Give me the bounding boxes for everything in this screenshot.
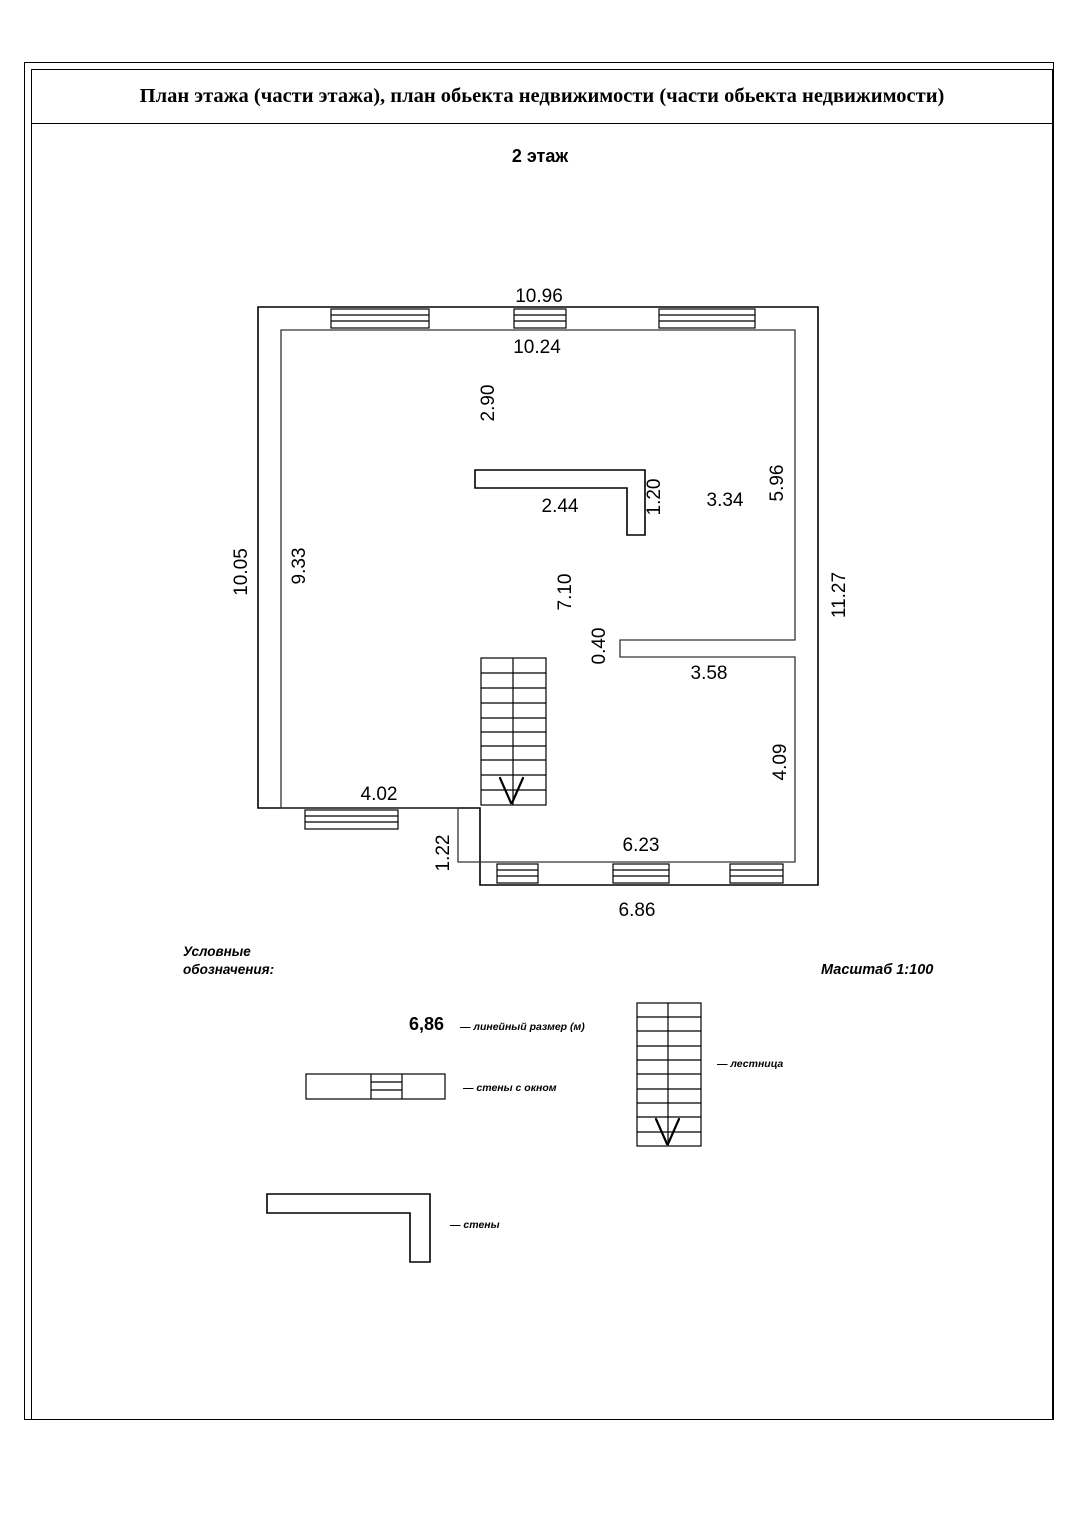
dim-partition-358: 3.58 bbox=[691, 663, 728, 684]
legend-heading-line1: Условные bbox=[183, 944, 251, 959]
window-bottom-3 bbox=[729, 863, 784, 884]
dim-mid-710: 7.10 bbox=[555, 574, 576, 611]
legend-label-dimension: — линейный размер (м) bbox=[459, 1021, 585, 1033]
page-title: План этажа (части этажа), план обьекта н… bbox=[139, 85, 945, 107]
window-left-bottom bbox=[304, 809, 399, 830]
dim-top-outer: 10.96 bbox=[515, 286, 563, 307]
dim-wall-244: 2.44 bbox=[542, 496, 579, 517]
staircase bbox=[480, 657, 547, 806]
legend-symbol-window-wall bbox=[305, 1073, 446, 1100]
dim-right-outer: 11.27 bbox=[829, 572, 850, 618]
dim-bottom-inner: 6.23 bbox=[623, 835, 660, 856]
dim-lower-left-402: 4.02 bbox=[361, 784, 398, 805]
scale-label: Масштаб 1:100 bbox=[821, 962, 933, 978]
dim-left-inner: 9.33 bbox=[289, 548, 310, 585]
inner-wall-outline bbox=[280, 329, 796, 863]
legend-heading-line2: обозначения: bbox=[183, 962, 274, 977]
legend-label-stair: — лестница bbox=[716, 1058, 783, 1070]
title-band: План этажа (части этажа), план обьекта н… bbox=[32, 70, 1052, 124]
legend-symbol-wall bbox=[266, 1193, 431, 1263]
legend-symbol-stair bbox=[636, 1002, 702, 1147]
dim-room-334: 3.34 bbox=[707, 490, 744, 511]
window-top-2 bbox=[513, 308, 567, 329]
dim-notch-122: 1.22 bbox=[433, 835, 454, 872]
window-top-1 bbox=[330, 308, 430, 329]
dim-top-inner: 10.24 bbox=[513, 337, 561, 358]
legend-sample-dimension: 6,86 bbox=[409, 1014, 444, 1034]
dim-right-inner: 5.96 bbox=[767, 465, 788, 502]
dim-partition-040: 0.40 bbox=[589, 628, 610, 665]
dim-wall-120: 1.20 bbox=[644, 479, 665, 516]
window-bottom-2 bbox=[612, 863, 670, 884]
page-frame-inner bbox=[31, 69, 1053, 1420]
legend-label-wall: — стены bbox=[449, 1219, 500, 1231]
dim-bottom-outer: 6.86 bbox=[619, 900, 656, 921]
window-top-3 bbox=[658, 308, 756, 329]
window-bottom-1 bbox=[496, 863, 539, 884]
dim-left-outer: 10.05 bbox=[231, 548, 252, 596]
floor-label: 2 этаж bbox=[511, 146, 569, 166]
dim-inner-vertical-290: 2.90 bbox=[478, 385, 499, 422]
legend-label-window-wall: — стены с окном bbox=[462, 1082, 557, 1094]
interior-wall-l-shape bbox=[474, 469, 646, 536]
outer-wall-outline bbox=[257, 306, 819, 886]
dim-lower-right-409: 4.09 bbox=[770, 744, 791, 781]
